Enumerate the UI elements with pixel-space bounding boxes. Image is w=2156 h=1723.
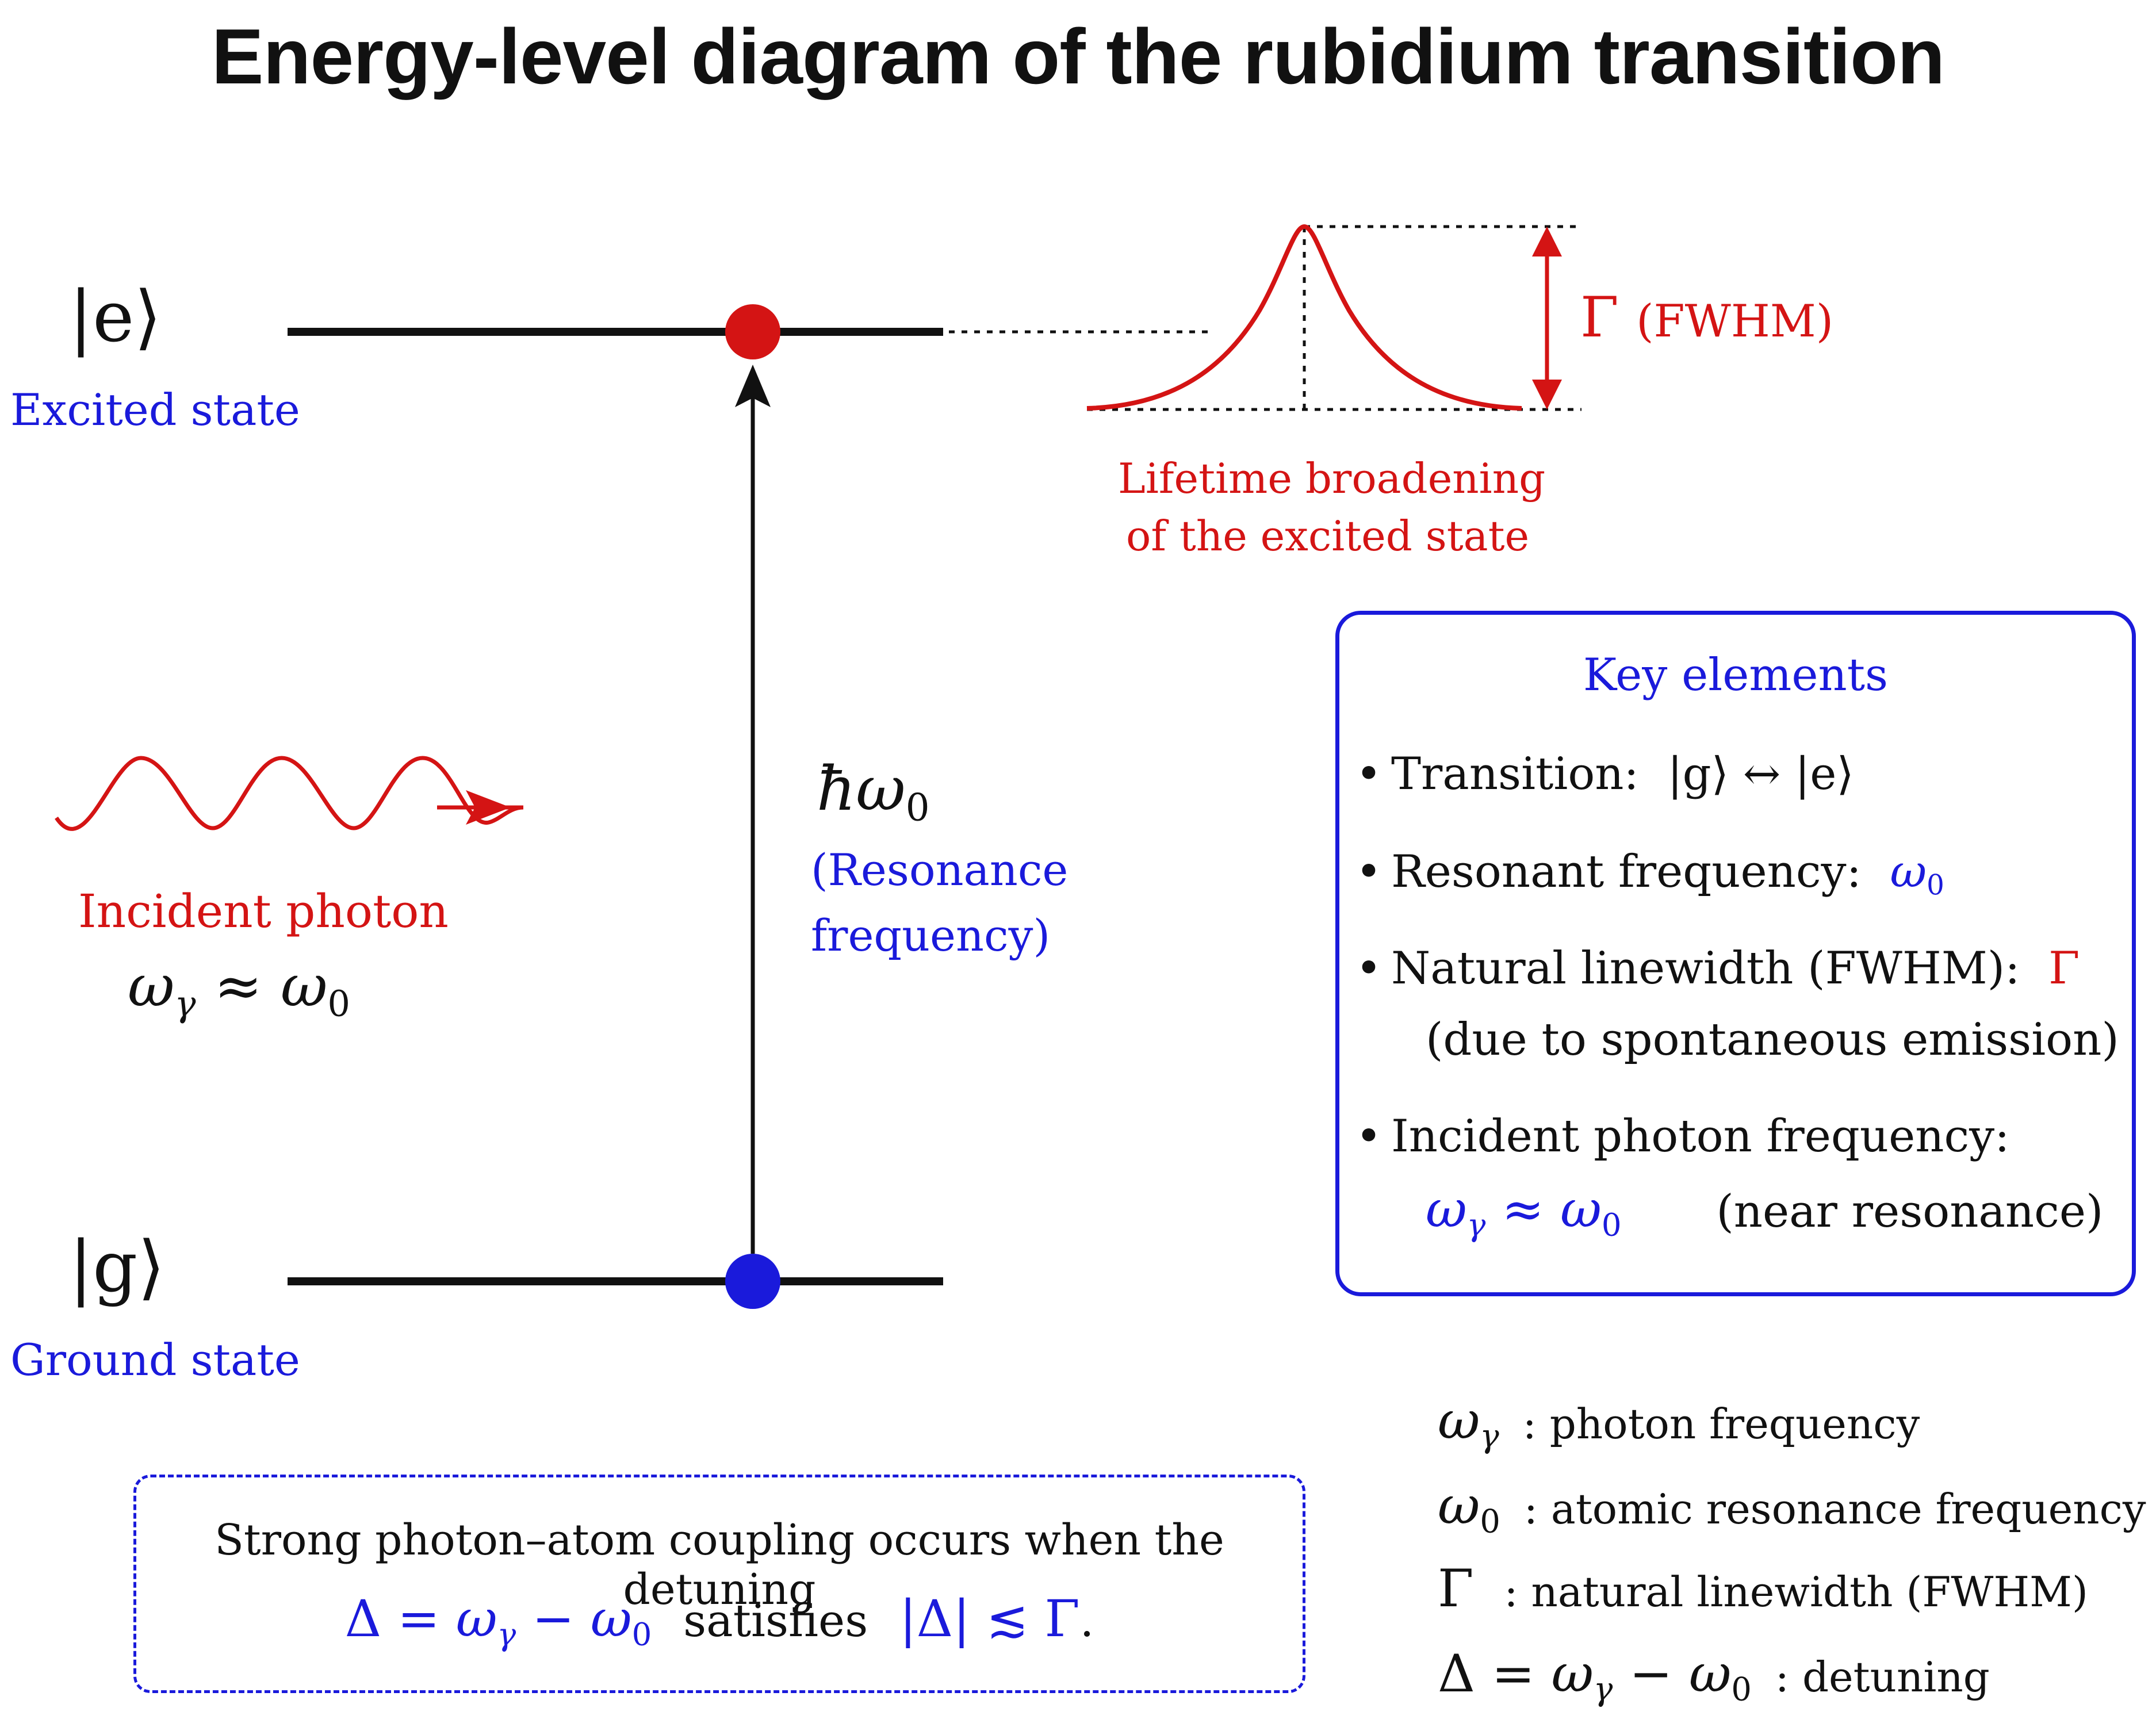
transition-label-line1: (Resonance [811, 844, 1069, 895]
key-item-transition-label: Transition: [1391, 748, 1639, 800]
gamma-arrow-top [1532, 227, 1562, 256]
legend-detuning-text: : detuning [1775, 1653, 1990, 1701]
broadening-caption-line1: Lifetime broadening [1118, 454, 1546, 503]
key-item-resonant-label: Resonant frequency: [1391, 846, 1862, 898]
key-item-resonant-frequency: • Resonant frequency: ω0 [1355, 846, 1944, 902]
transition-arrowhead [735, 365, 771, 407]
photon-arrowhead [466, 790, 511, 825]
transition-energy-symbol: ħω [817, 753, 906, 824]
photon-resonance-relation: ωγ ≈ ω0 [128, 952, 350, 1025]
excited-state-dot [725, 304, 780, 359]
broadening-caption-line2: of the excited state [1126, 512, 1530, 560]
legend-detuning: Δ = ωγ − ω0 : detuning [1438, 1644, 1990, 1709]
legend-resonance-frequency-text: : atomic resonance frequency [1523, 1485, 2146, 1533]
coupling-line2: Δ = ωγ − ω0 satisfies |Δ| ≲ Γ. [344, 1589, 1094, 1653]
key-item-photon-note: (near resonance) [1716, 1186, 2104, 1238]
gamma-arrow-bottom [1532, 380, 1562, 409]
key-item-linewidth-label: Natural linewidth (FWHM): [1391, 943, 2020, 994]
key-elements-title: Key elements [1583, 649, 1889, 701]
key-item-linewidth-sub: (due to spontaneous emission) [1426, 1014, 2119, 1066]
gamma-label: Γ (FWHM) [1580, 285, 1833, 350]
ground-state-label: Ground state [10, 1334, 300, 1385]
key-item-photon-label: Incident photon frequency: [1391, 1111, 2010, 1162]
incident-photon-label: Incident photon [78, 885, 449, 938]
photon-wave [55, 756, 524, 831]
excited-state-label: Excited state [10, 384, 300, 435]
key-item-photon-relation: ωγ ≈ ω0 (near resonance) [1426, 1180, 2104, 1243]
ground-ket: |g⟩ [69, 1226, 165, 1308]
page-title: Energy-level diagram of the rubidium tra… [211, 13, 1945, 100]
legend-linewidth: Γ : natural linewidth (FWHM) [1438, 1559, 2088, 1619]
key-item-linewidth: • Natural linewidth (FWHM): Γ [1355, 943, 2080, 994]
legend-photon-frequency: ωγ : photon frequency [1438, 1391, 1920, 1456]
transition-energy-sub: 0 [905, 786, 930, 830]
legend-linewidth-text: : natural linewidth (FWHM) [1504, 1568, 2088, 1616]
coupling-satisfies: satisfies [683, 1595, 868, 1647]
gamma-symbol: Γ [1580, 285, 1619, 350]
legend-resonance-frequency: ω0 : atomic resonance frequency [1438, 1476, 2146, 1541]
transition-energy: ħω0 [817, 753, 930, 826]
key-item-transition: • Transition: |g⟩ ↔ |e⟩ [1355, 748, 1854, 800]
lineshape-curve [1086, 224, 1522, 411]
legend-photon-frequency-text: : photon frequency [1522, 1400, 1920, 1448]
excited-ket: |e⟩ [69, 276, 162, 358]
key-item-photon-frequency: • Incident photon frequency: [1355, 1111, 2010, 1162]
transition-label-line2: frequency) [811, 910, 1051, 961]
key-elements-box: Key elements • Transition: |g⟩ ↔ |e⟩ • R… [1335, 611, 2136, 1296]
coupling-line1: Strong photon–atom coupling occurs when … [215, 1515, 1224, 1614]
gamma-fwhm: (FWHM) [1636, 296, 1834, 347]
coupling-condition-box: Strong photon–atom coupling occurs when … [133, 1475, 1305, 1693]
ground-state-dot [725, 1254, 780, 1309]
